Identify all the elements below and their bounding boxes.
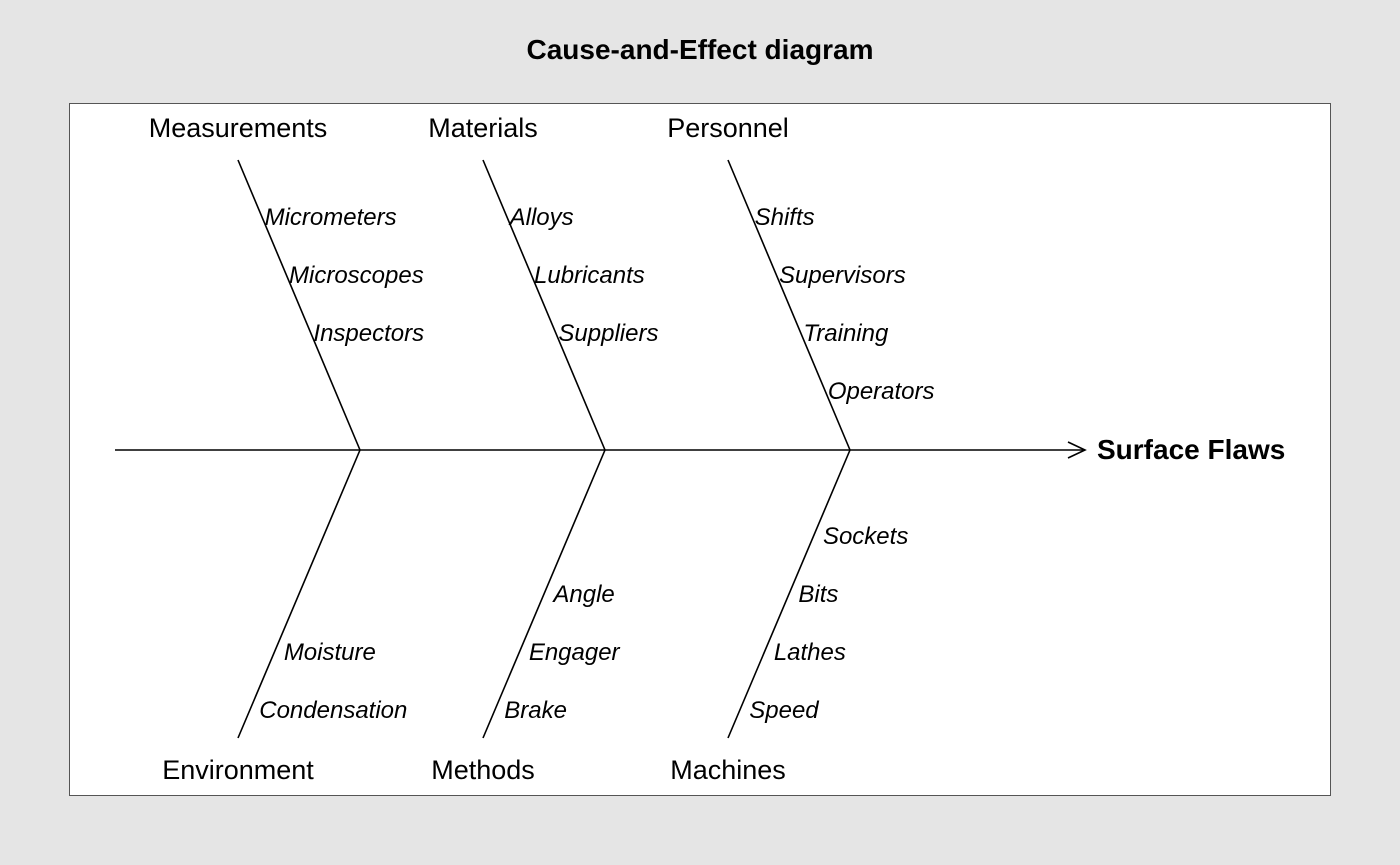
- spine-arrowhead: [1067, 441, 1087, 459]
- cause-label-lubricants: Lubricants: [534, 262, 645, 289]
- cause-label-suppliers: Suppliers: [558, 320, 658, 347]
- cause-label-sockets: Sockets: [823, 523, 908, 550]
- cause-label-shifts: Shifts: [755, 204, 815, 231]
- cause-label-operators: Operators: [828, 378, 935, 405]
- cause-label-engager: Engager: [529, 639, 621, 666]
- diagram-title: Cause-and-Effect diagram: [526, 34, 874, 65]
- cause-label-supervisors: Supervisors: [779, 262, 906, 289]
- cause-label-speed: Speed: [749, 697, 819, 724]
- bone-machines: [727, 449, 851, 739]
- bone-environment: [237, 449, 361, 739]
- cause-label-inspectors: Inspectors: [313, 320, 424, 347]
- bone-measurements: [237, 159, 361, 451]
- cause-label-bits: Bits: [798, 581, 838, 608]
- cause-label-lathes: Lathes: [774, 639, 846, 666]
- category-label-environment: Environment: [162, 755, 314, 785]
- cause-label-micrometers: Micrometers: [265, 204, 397, 231]
- category-label-measurements: Measurements: [149, 113, 328, 143]
- bone-materials: [482, 159, 606, 451]
- category-label-machines: Machines: [670, 755, 786, 785]
- category-label-personnel: Personnel: [667, 113, 789, 143]
- cause-label-brake: Brake: [504, 697, 567, 724]
- cause-label-training: Training: [803, 320, 889, 347]
- bone-personnel: [727, 159, 851, 451]
- effect-label: Surface Flaws: [1097, 434, 1285, 465]
- cause-label-condensation: Condensation: [259, 697, 407, 724]
- bone-methods: [482, 449, 606, 739]
- cause-label-angle: Angle: [551, 581, 614, 608]
- cause-label-moisture: Moisture: [284, 639, 376, 666]
- category-label-materials: Materials: [428, 113, 538, 143]
- cause-label-alloys: Alloys: [508, 204, 574, 231]
- cause-label-microscopes: Microscopes: [289, 262, 424, 289]
- category-label-methods: Methods: [431, 755, 535, 785]
